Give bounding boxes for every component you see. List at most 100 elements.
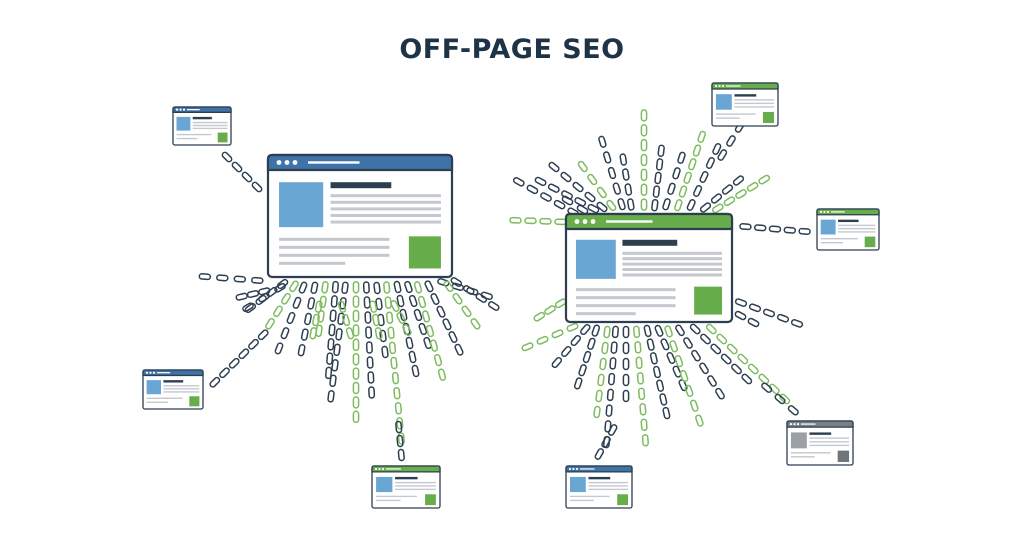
web-page-icon <box>711 82 779 127</box>
chain-link-icon <box>726 135 736 147</box>
chain-link-icon <box>688 158 697 171</box>
chain-link-icon <box>666 351 676 365</box>
chain-link-icon <box>450 277 463 287</box>
chain-link-icon <box>649 352 658 365</box>
chain-link-icon <box>768 225 782 233</box>
chain-link-icon <box>710 343 722 355</box>
chain-link-icon <box>368 386 376 399</box>
chain-link-icon <box>561 195 574 206</box>
chain-link-icon <box>390 356 398 370</box>
chain-link-icon <box>607 424 618 436</box>
chain-link-icon <box>339 297 347 310</box>
chain-link-icon <box>584 191 596 203</box>
window-dots-icon <box>568 467 579 471</box>
window-dots-icon <box>574 219 596 224</box>
chain-link-icon <box>216 274 229 282</box>
chain-link-icon <box>635 356 643 370</box>
chain-link-icon <box>622 389 630 403</box>
chain-link-icon <box>774 393 786 405</box>
chain-link-icon <box>536 335 549 345</box>
chain-link-icon <box>231 161 243 173</box>
chain-link-icon <box>314 300 323 313</box>
chain-link-icon <box>246 289 260 299</box>
web-page-icon <box>816 208 880 251</box>
chain-link-icon <box>292 296 302 309</box>
chain-link-icon <box>352 309 360 323</box>
chain-link-icon <box>640 109 648 122</box>
chain-link-icon <box>683 171 692 184</box>
chain-link-icon <box>509 216 522 224</box>
chain-link-icon <box>594 448 605 460</box>
chain-link-icon <box>352 396 360 409</box>
chain-link-icon <box>488 301 500 311</box>
chain-link-icon <box>608 372 616 386</box>
chain-link-icon <box>470 318 481 330</box>
chain-link-icon <box>634 341 642 354</box>
chain-link-icon <box>761 382 773 393</box>
chain-link-icon <box>393 386 401 400</box>
chain-link-icon <box>720 353 732 365</box>
chain-link-icon <box>726 343 738 355</box>
chain-link-icon <box>721 184 734 195</box>
window-dots-icon <box>276 160 298 165</box>
chain-link-icon <box>390 300 400 312</box>
chain-link-icon <box>683 337 693 349</box>
chain-link-icon <box>436 305 446 318</box>
chain-link-icon <box>337 300 347 313</box>
chain-link-icon <box>748 303 762 313</box>
chain-link-icon <box>678 185 688 198</box>
chain-link-icon <box>429 339 439 352</box>
chain-link-icon <box>707 375 717 387</box>
chain-link-icon <box>561 345 572 358</box>
chain-link-icon <box>374 327 383 340</box>
web-pages <box>142 82 880 509</box>
chain-link-icon <box>582 350 592 364</box>
chain-link-icon <box>524 217 537 225</box>
chain-link-icon <box>587 337 596 350</box>
chain-link-icon <box>452 293 463 305</box>
chain-link-icon <box>289 280 299 293</box>
chain-link-icon <box>443 280 454 293</box>
chain-link-icon <box>362 281 370 294</box>
chain-link-icon <box>662 406 671 420</box>
chain-link-icon <box>662 198 671 211</box>
chain-link-icon <box>258 292 270 303</box>
chain-link-icon <box>274 342 284 355</box>
chain-link-icon <box>747 317 760 328</box>
chain-link-icon <box>657 144 665 158</box>
chain-link-icon <box>622 373 630 387</box>
chain-link-icon <box>610 341 618 354</box>
chain-link-icon <box>397 448 405 462</box>
chain-link-icon <box>286 311 296 325</box>
chain-link-icon <box>643 324 652 338</box>
chain-link-icon <box>679 369 689 383</box>
chain-link-icon <box>612 182 622 195</box>
chain-link-icon <box>684 384 694 397</box>
chain-link-icon <box>454 343 464 356</box>
chain-link-icon <box>596 201 608 213</box>
chain-link-icon <box>539 217 552 225</box>
chain-link-icon <box>597 373 605 387</box>
chain-link-icon <box>326 352 334 365</box>
chain-link-icon <box>242 302 254 313</box>
web-page-icon <box>172 106 232 146</box>
chain-link-icon <box>437 368 447 381</box>
chain-link-icon <box>352 338 360 352</box>
chain-link-icon <box>327 390 335 403</box>
chain-link-icon <box>238 348 250 360</box>
chain-link-icon <box>375 297 383 311</box>
chain-link-icon <box>717 149 728 161</box>
chain-link-icon <box>413 308 423 322</box>
chain-link-icon <box>619 153 628 166</box>
chain-link-icon <box>379 329 387 343</box>
chain-link-icon <box>576 204 589 215</box>
chain-link-icon <box>758 174 771 185</box>
chain-link-icon <box>381 345 389 359</box>
chain-link-icon <box>235 292 248 301</box>
chain-link-icon <box>369 300 378 313</box>
chain-link-icon <box>399 308 408 322</box>
chain-link-icon <box>798 227 811 235</box>
chain-link-icon <box>325 366 333 380</box>
chain-link-icon <box>328 323 336 337</box>
chain-link-icon <box>394 402 403 415</box>
